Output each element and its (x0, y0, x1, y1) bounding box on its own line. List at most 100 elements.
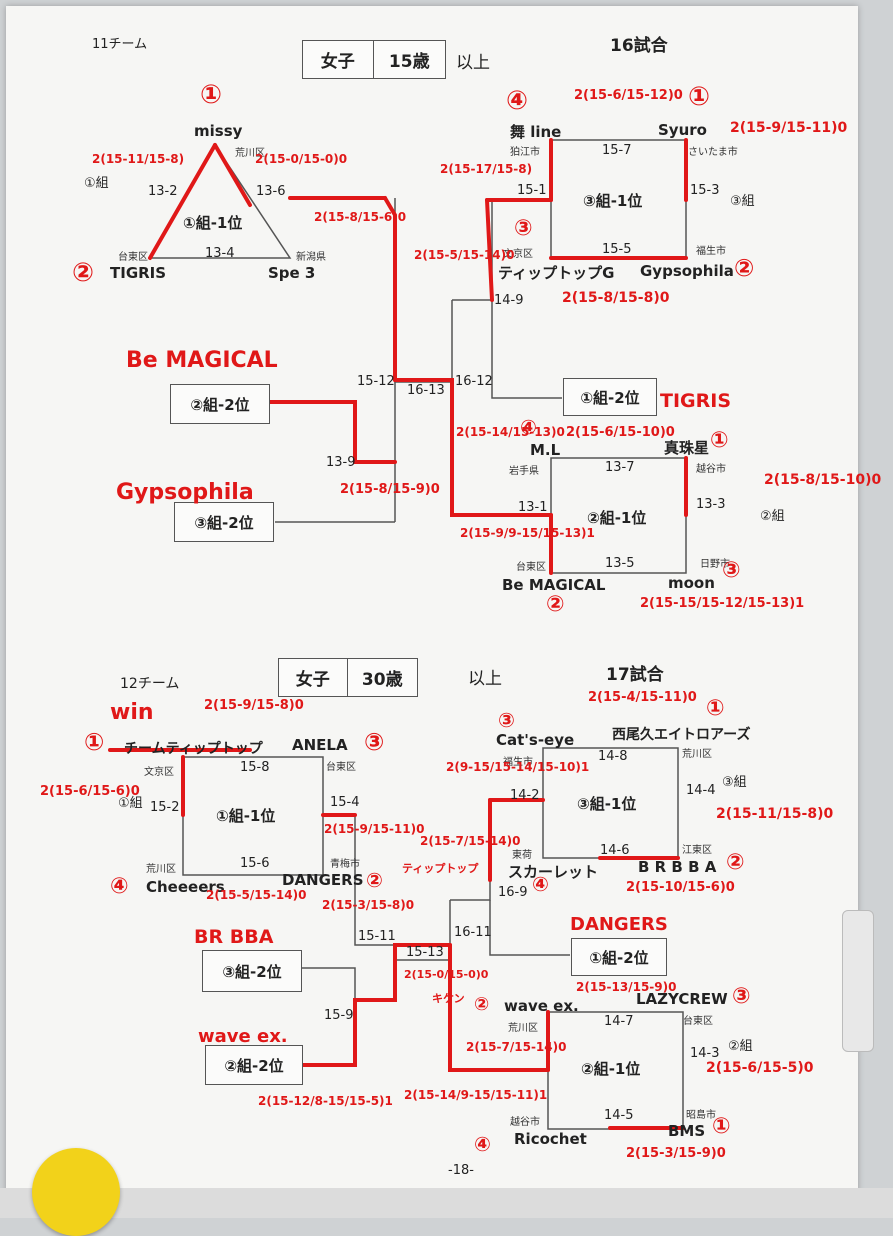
hw-syuro-score: 2(15-9/15-11)0 (730, 120, 848, 136)
hw-be-mag-score: 2(15-9/9-15/15-13)1 (460, 526, 595, 540)
place-missy: 荒川区 (235, 148, 265, 159)
group3-label: ③組-1位 (583, 192, 643, 210)
hw-cheeeers-rank: ④ (110, 874, 129, 899)
lower-gender: 女子 (295, 670, 330, 690)
hw-nishio-rank: ① (706, 696, 725, 721)
score-16-11: 16-11 (454, 925, 492, 940)
place-cats: 福生市 (503, 757, 533, 768)
score-15-4: 15-4 (330, 795, 360, 810)
score-15-12: 15-12 (357, 374, 395, 389)
hw-tip-rank-lower: ① (84, 728, 105, 756)
team-brbba: B R B B A (638, 858, 717, 876)
hw-mai-score: 2(15-6/15-12)0 (574, 88, 683, 103)
place-tip: 文京区 (144, 767, 174, 778)
lower-group3-side-label: ③組 (722, 775, 747, 790)
hw-g1-right-score: 2(15-0/15-0)0 (255, 152, 348, 166)
hw-be-mag-rank: ② (546, 592, 565, 617)
yellow-magnet (32, 1148, 120, 1236)
hw-g3-right-score: 2(15-11/15-8)0 (716, 806, 834, 822)
hw-gypsophila: Gypsophila (116, 480, 254, 505)
score-15-6: 15-6 (240, 856, 270, 871)
team-tip-top: チームティップトップ (124, 741, 263, 757)
team-dangers: DANGERS (282, 871, 364, 889)
hw-win: win (110, 700, 154, 725)
hw-ml-rank: ④ (520, 415, 537, 439)
hw-g1-left-score-lower: 2(15-6/15-6)0 (40, 784, 140, 799)
score-14-6: 14-6 (600, 843, 630, 858)
group3-side-label: ③組 (730, 194, 755, 209)
team-tip-top-g: ティップトップG (498, 264, 615, 282)
hw-kiken: キケン (432, 992, 465, 1005)
hw-lazy-score: 2(15-13/15-9)0 (576, 980, 677, 994)
box-group3-second: ③組-2位 (174, 502, 274, 542)
team-ricochet: Ricochet (514, 1130, 587, 1148)
upper-match-count: 16試合 (610, 36, 668, 56)
lower-title-box: 女子 30歳 (278, 658, 418, 697)
hw-wave-score: 2(15-7/15-14)0 (466, 1040, 567, 1054)
lower-age: 30歳 (346, 659, 418, 696)
score-15-7: 15-7 (602, 143, 632, 158)
team-missy: missy (194, 122, 243, 140)
team-mai-line: 舞 line (510, 123, 562, 141)
score-13-1: 13-1 (518, 500, 548, 515)
box-group2-second: ②組-2位 (170, 384, 270, 424)
place-tigris: 台東区 (118, 252, 148, 263)
score-13-9: 13-9 (326, 455, 356, 470)
place-gyps: 福生市 (696, 246, 726, 257)
hw-tip-top-note: ティップトップ (402, 862, 479, 875)
hw-ricochet-rank: ④ (474, 1132, 491, 1156)
team-nishio: 西尾久エイトロアーズ (612, 727, 751, 743)
place-ricochet: 越谷市 (510, 1117, 540, 1128)
score-14-3: 14-3 (690, 1046, 720, 1061)
place-cheeeers: 荒川区 (146, 864, 176, 875)
hw-lazy-rank: ③ (732, 984, 751, 1009)
lower-group2-label: ②組-1位 (581, 1060, 641, 1078)
hw-g1-left-score: 2(15-11/15-8) (92, 152, 185, 166)
hw-tigris: TIGRIS (660, 390, 732, 412)
place-lazy: 台東区 (683, 1016, 713, 1027)
hw-cats-rank: ③ (498, 708, 515, 732)
place-bemag: 台東区 (516, 562, 546, 573)
hw-syuro-rank: ① (688, 82, 711, 112)
upper-title-box: 女子 15歳 (302, 40, 446, 79)
team-be-magical: Be MAGICAL (502, 576, 606, 594)
hw-center-score: 2(15-7/15-14)0 (420, 834, 521, 848)
hw-qf-score: 2(15-0/15-0)0 (404, 968, 489, 981)
hw-tigris-rank: ② (72, 258, 95, 288)
hw-anela-rank: ③ (364, 728, 385, 756)
upper-team-count: 11チーム (92, 37, 148, 52)
team-syuro: Syuro (658, 121, 707, 139)
hw-brbba-rank: ② (726, 850, 745, 875)
team-shinjusei: 真珠星 (664, 439, 710, 457)
lower-group3-label: ③組-1位 (577, 795, 637, 813)
place-spe3: 新潟県 (296, 252, 326, 263)
team-spe3: Spe 3 (268, 264, 316, 282)
place-brbba: 江東区 (682, 845, 712, 856)
team-cheeeers: Cheeeers (146, 878, 225, 896)
hw-dangers-lower: 2(15-3/15-8)0 (322, 898, 415, 912)
lower-match-count: 17試合 (606, 665, 664, 685)
upper-gender: 女子 (320, 52, 355, 72)
score-15-11: 15-11 (358, 929, 396, 944)
group2-side-label: ②組 (760, 509, 785, 524)
place-tip: 文京区 (503, 249, 533, 260)
score-15-13: 15-13 (406, 945, 444, 960)
place-moon: 日野市 (700, 559, 730, 570)
hw-left-bottom-score: 2(15-12/8-15/15-5)1 (258, 1094, 393, 1108)
score-16-9: 16-9 (498, 885, 528, 900)
pen-clip (842, 910, 874, 1052)
team-wave-ex: wave ex. (504, 997, 579, 1015)
hw-pearl-rank: ① (710, 428, 729, 453)
hw-left-g3-score: 2(15-17/15-8) (440, 162, 533, 176)
score-14-5: 14-5 (604, 1108, 634, 1123)
lower-team-count: 12チーム (120, 676, 180, 692)
hw-br-bba: BR BBA (194, 926, 274, 948)
score-14-4: 14-4 (686, 783, 716, 798)
place-bms: 昭島市 (686, 1110, 716, 1121)
team-lazycrew: LAZYCREW (636, 990, 728, 1008)
hw-dangers-score: 2(15-9/15-11)0 (324, 822, 425, 836)
score-16-13: 16-13 (407, 383, 445, 398)
hw-wave-ex: wave ex. (198, 1026, 288, 1047)
group1-label: ①組-1位 (183, 214, 243, 232)
hw-brbba-score: 2(15-10/15-6)0 (626, 880, 735, 895)
